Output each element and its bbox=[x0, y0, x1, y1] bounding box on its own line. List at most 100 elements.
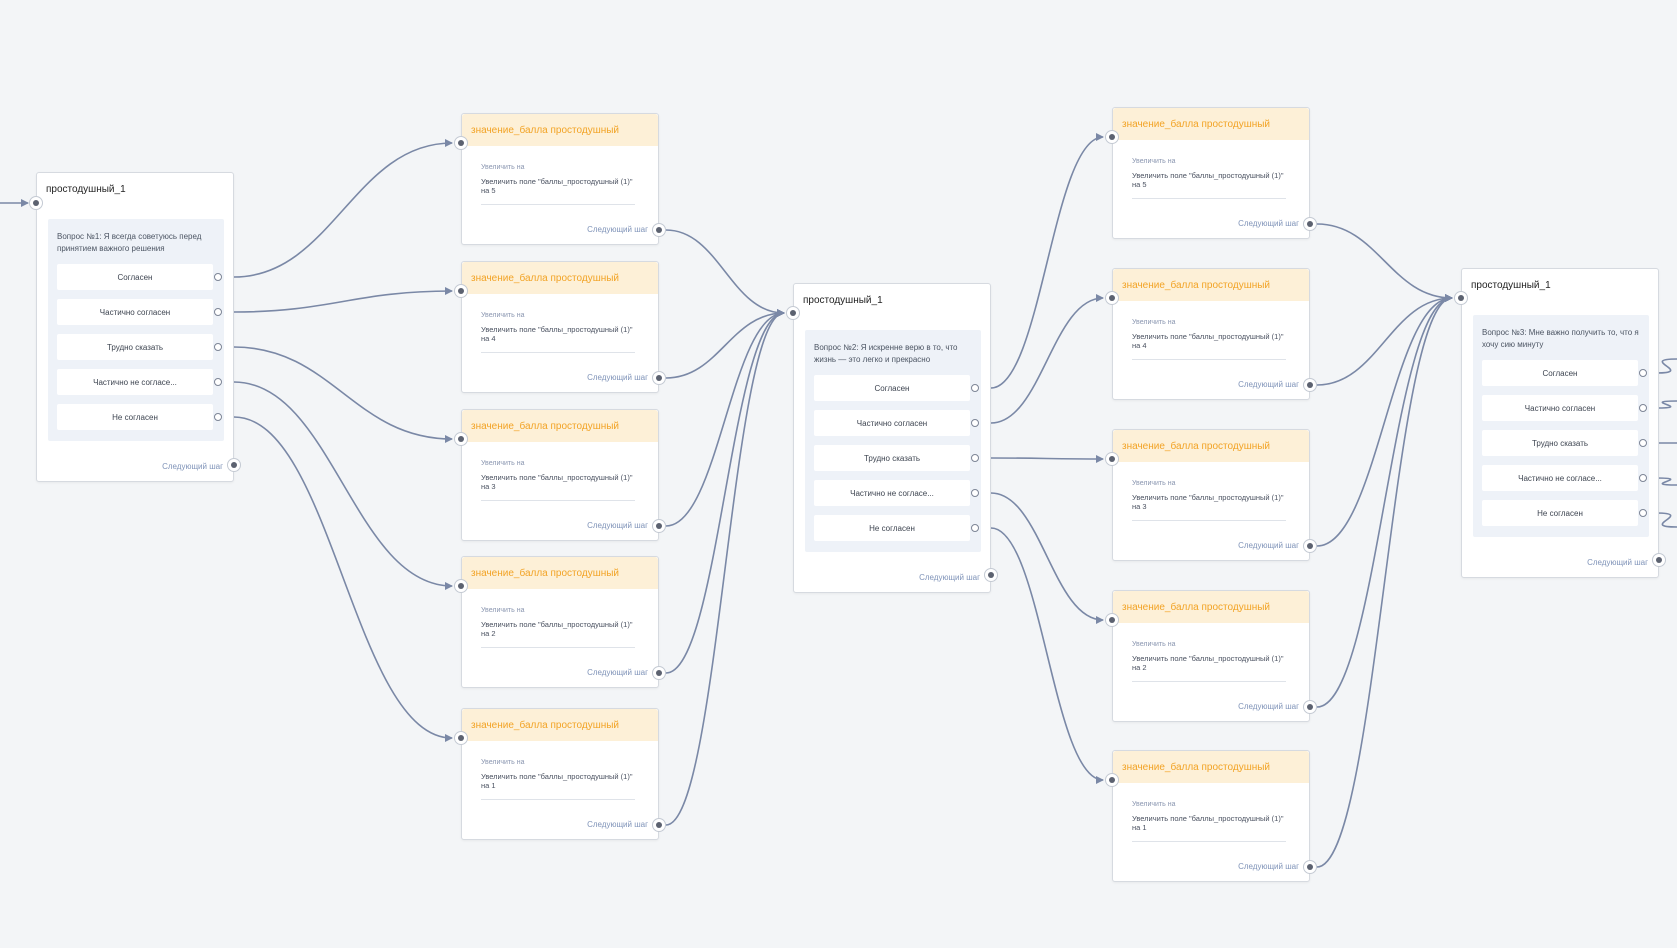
q3-output-port-icon[interactable] bbox=[1652, 553, 1666, 567]
option-port-icon[interactable] bbox=[214, 378, 222, 386]
a1-input-port-icon[interactable] bbox=[454, 136, 468, 150]
a3-output-port-icon[interactable] bbox=[652, 519, 666, 533]
divider bbox=[481, 204, 635, 205]
b4-input-port-icon[interactable] bbox=[1105, 613, 1119, 627]
option-port-icon[interactable] bbox=[1639, 404, 1647, 412]
q2-output-port-icon[interactable] bbox=[984, 568, 998, 582]
q1-input-port-icon[interactable] bbox=[29, 196, 43, 210]
action-title: значение_балла простодушный bbox=[1122, 441, 1271, 452]
action-node-score-5[interactable]: значение_балла простодушный Увеличить на… bbox=[1112, 107, 1310, 239]
next-step-link[interactable]: Следующий шаг bbox=[587, 373, 648, 382]
next-step-link[interactable]: Следующий шаг bbox=[1238, 219, 1299, 228]
node-title: простодушный_1 bbox=[1471, 280, 1551, 291]
b2-output-port-icon[interactable] bbox=[1303, 378, 1317, 392]
next-step-link[interactable]: Следующий шаг bbox=[1238, 541, 1299, 550]
answer-option-agree[interactable]: Согласен bbox=[814, 375, 979, 401]
b4-output-port-icon[interactable] bbox=[1303, 700, 1317, 714]
answer-option-partly-disagree[interactable]: Частично не согласе... bbox=[1482, 465, 1647, 491]
option-port-icon[interactable] bbox=[214, 413, 222, 421]
connection-edge bbox=[990, 294, 1104, 424]
option-port-icon[interactable] bbox=[971, 419, 979, 427]
action-node-score-2[interactable]: значение_балла простодушный Увеличить на… bbox=[461, 556, 659, 688]
b3-input-port-icon[interactable] bbox=[1105, 452, 1119, 466]
option-port-icon[interactable] bbox=[214, 343, 222, 351]
divider bbox=[481, 647, 635, 648]
b1-output-port-icon[interactable] bbox=[1303, 217, 1317, 231]
answer-option-partly-agree[interactable]: Частично согласен bbox=[1482, 395, 1647, 421]
a3-input-port-icon[interactable] bbox=[454, 432, 468, 446]
option-port-icon[interactable] bbox=[1639, 369, 1647, 377]
a1-output-port-icon[interactable] bbox=[652, 223, 666, 237]
next-step-link[interactable]: Следующий шаг bbox=[1238, 862, 1299, 871]
action-type: Увеличить на bbox=[1132, 158, 1176, 165]
b3-output-port-icon[interactable] bbox=[1303, 539, 1317, 553]
question-text: Вопрос №3: Мне важно получить то, что я … bbox=[1482, 328, 1639, 349]
action-node-score-4[interactable]: значение_балла простодушный Увеличить на… bbox=[461, 261, 659, 393]
a4-output-port-icon[interactable] bbox=[652, 666, 666, 680]
connection-edge bbox=[1316, 294, 1453, 708]
next-step-link[interactable]: Следующий шаг bbox=[1587, 558, 1648, 567]
answer-option-disagree[interactable]: Не согласен bbox=[57, 404, 222, 430]
option-port-icon[interactable] bbox=[971, 489, 979, 497]
b5-input-port-icon[interactable] bbox=[1105, 773, 1119, 787]
action-node-score-3[interactable]: значение_балла простодушный Увеличить на… bbox=[461, 409, 659, 541]
next-step-link[interactable]: Следующий шаг bbox=[587, 225, 648, 234]
b2-input-port-icon[interactable] bbox=[1105, 291, 1119, 305]
next-step-link[interactable]: Следующий шаг bbox=[587, 820, 648, 829]
action-description: Увеличить поле "баллы_простодушный (1)" … bbox=[1132, 332, 1284, 350]
next-step-link[interactable]: Следующий шаг bbox=[587, 521, 648, 530]
option-port-icon[interactable] bbox=[971, 384, 979, 392]
answer-option-partly-agree[interactable]: Частично согласен bbox=[814, 410, 979, 436]
action-node-score-1[interactable]: значение_балла простодушный Увеличить на… bbox=[1112, 750, 1310, 882]
action-type: Увеличить на bbox=[1132, 480, 1176, 487]
option-port-icon[interactable] bbox=[971, 454, 979, 462]
action-node-score-4[interactable]: значение_балла простодушный Увеличить на… bbox=[1112, 268, 1310, 400]
a2-output-port-icon[interactable] bbox=[652, 371, 666, 385]
answer-option-hard-to-say[interactable]: Трудно сказать bbox=[814, 445, 979, 471]
option-port-icon[interactable] bbox=[971, 524, 979, 532]
next-step-link[interactable]: Следующий шаг bbox=[587, 668, 648, 677]
next-step-link[interactable]: Следующий шаг bbox=[1238, 702, 1299, 711]
a2-input-port-icon[interactable] bbox=[454, 284, 468, 298]
next-step-link[interactable]: Следующий шаг bbox=[1238, 380, 1299, 389]
node-title: простодушный_1 bbox=[46, 184, 126, 195]
connection-edge bbox=[1316, 294, 1453, 547]
next-step-link[interactable]: Следующий шаг bbox=[919, 573, 980, 582]
q2-input-port-icon[interactable] bbox=[786, 306, 800, 320]
a5-input-port-icon[interactable] bbox=[454, 731, 468, 745]
option-port-icon[interactable] bbox=[1639, 474, 1647, 482]
b5-output-port-icon[interactable] bbox=[1303, 860, 1317, 874]
action-type: Увеличить на bbox=[1132, 319, 1176, 326]
answer-option-partly-disagree[interactable]: Частично не согласе... bbox=[57, 369, 222, 395]
question-node-2[interactable]: простодушный_1 Вопрос №2: Я искренне вер… bbox=[793, 283, 991, 593]
action-node-score-2[interactable]: значение_балла простодушный Увеличить на… bbox=[1112, 590, 1310, 722]
option-label: Согласен bbox=[1542, 368, 1578, 378]
a5-output-port-icon[interactable] bbox=[652, 818, 666, 832]
q1-output-port-icon[interactable] bbox=[227, 458, 241, 472]
action-node-score-1[interactable]: значение_балла простодушный Увеличить на… bbox=[461, 708, 659, 840]
action-node-score-3[interactable]: значение_балла простодушный Увеличить на… bbox=[1112, 429, 1310, 561]
option-port-icon[interactable] bbox=[214, 273, 222, 281]
answer-option-disagree[interactable]: Не согласен bbox=[814, 515, 979, 541]
option-port-icon[interactable] bbox=[1639, 439, 1647, 447]
connection-edge bbox=[665, 309, 785, 674]
answer-option-disagree[interactable]: Не согласен bbox=[1482, 500, 1647, 526]
q3-input-port-icon[interactable] bbox=[1454, 291, 1468, 305]
answer-option-hard-to-say[interactable]: Трудно сказать bbox=[57, 334, 222, 360]
a4-input-port-icon[interactable] bbox=[454, 579, 468, 593]
answer-option-partly-agree[interactable]: Частично согласен bbox=[57, 299, 222, 325]
action-description: Увеличить поле "баллы_простодушный (1)" … bbox=[1132, 814, 1284, 832]
answer-option-agree[interactable]: Согласен bbox=[57, 264, 222, 290]
answer-option-agree[interactable]: Согласен bbox=[1482, 360, 1647, 386]
answer-option-partly-disagree[interactable]: Частично не согласе... bbox=[814, 480, 979, 506]
divider bbox=[1132, 681, 1286, 682]
b1-input-port-icon[interactable] bbox=[1105, 130, 1119, 144]
action-node-score-5[interactable]: значение_балла простодушный Увеличить на… bbox=[461, 113, 659, 245]
next-step-link[interactable]: Следующий шаг bbox=[162, 462, 223, 471]
question-node-1[interactable]: простодушный_1 Вопрос №1: Я всегда совет… bbox=[36, 172, 234, 482]
connection-edge bbox=[233, 416, 453, 742]
question-node-3[interactable]: простодушный_1 Вопрос №3: Мне важно полу… bbox=[1461, 268, 1659, 578]
option-port-icon[interactable] bbox=[214, 308, 222, 316]
answer-option-hard-to-say[interactable]: Трудно сказать bbox=[1482, 430, 1647, 456]
option-port-icon[interactable] bbox=[1639, 509, 1647, 517]
